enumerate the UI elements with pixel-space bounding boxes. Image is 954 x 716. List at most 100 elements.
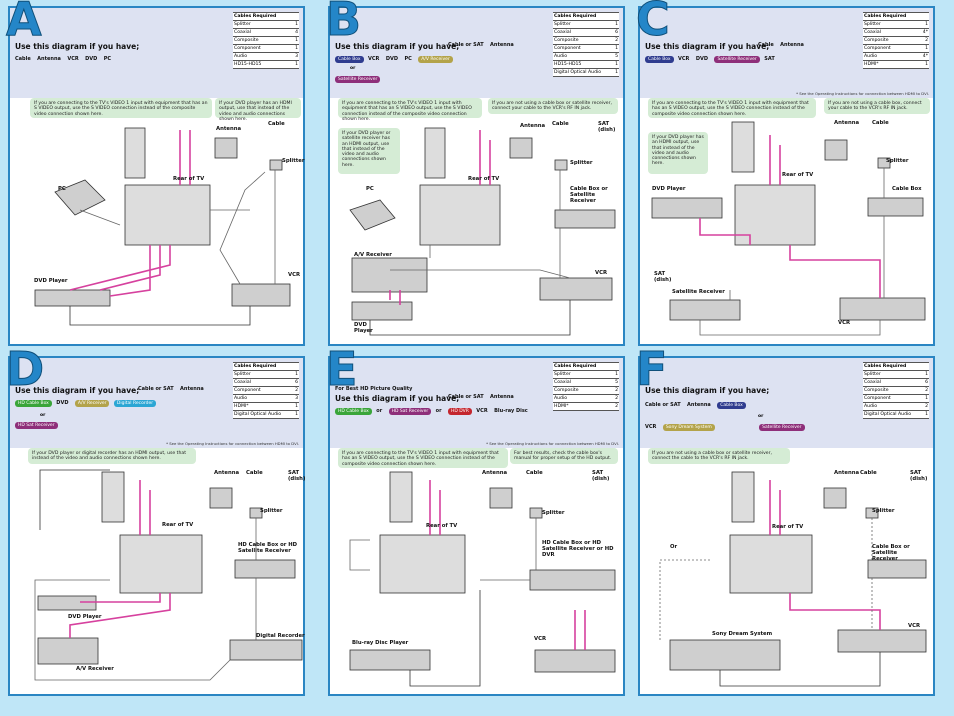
cable-qty: 1 [609,60,619,69]
cable-qty: 2 [919,402,929,411]
label-satellite-receiver: Satellite Receiver [672,289,725,295]
panel-d: D Use this diagram if you have; Cable or… [5,346,305,696]
label-sat: SAT (dish) [910,470,928,482]
note-svideo: If you are connecting to the TV's VIDEO … [338,98,482,122]
pc-laptop [349,199,396,231]
label-antenna: Antenna [834,120,860,126]
cable-qty: 3 [289,52,299,61]
equipment-dvd: DVD [56,400,69,406]
connection-diagram [349,127,616,336]
cable-qty: 2 [609,36,619,45]
pink-video-wires [769,480,881,630]
pink-video-wires [179,130,191,185]
cable-qty: 1 [919,44,929,53]
connection-diagram [34,469,303,681]
cable-name: Component [863,44,919,53]
table-header: Cables Required [553,12,619,21]
cable-qty: 6 [919,378,929,387]
connection-diagram [659,471,927,687]
cable-name: Audio [233,394,289,403]
equipment-antenna: Antenna [180,386,204,392]
cable-name: Digital Optical Audio [553,68,609,77]
equipment-cable: Cable [15,56,31,62]
hdmi-footnote: * See the Operating Instructions for con… [796,91,929,96]
label-dvd: DVD Player [34,278,68,284]
coax-wires [349,518,537,581]
audio-wires [69,306,251,326]
label-splitter: Splitter [260,508,283,514]
cable-qty: 2 [919,36,929,45]
connection-diagram [34,127,291,326]
coax-wires [699,168,885,336]
equipment-row-2: Cable Box VCR DVD PC A/V Receiver [335,56,456,63]
cable-name: Coaxial [863,28,919,37]
panel-a: A Use this diagram if you have; Cable An… [6,0,305,346]
panel-title: Use this diagram if you have; [645,386,770,395]
equipment-dvd: DVD [85,56,98,62]
panel-letter: E [325,342,358,396]
component-wires [699,218,751,245]
equipment-row-3: Satellite Receiver [335,76,383,83]
hdmi-wire [409,590,481,687]
label-pc: PC [366,186,374,192]
label-splitter: Splitter [886,158,909,164]
audio-wires [369,300,571,336]
table-header: Cables Required [863,362,929,371]
vcr-box [837,629,927,653]
chip-av-receiver: A/V Receiver [74,400,110,407]
coax-wires [659,518,873,640]
label-rear-tv: Rear of TV [426,523,458,529]
cable-qty: 5 [609,52,619,61]
equipment-vcr: VCR [678,56,690,62]
label-cable-box: Cable Box or Satellite Receiver [872,544,910,562]
cable-name: Coaxial [863,378,919,387]
vcr-box [534,649,616,673]
equipment-cable-or-sat: Cable or SAT [138,386,174,392]
cable-box [867,559,927,579]
pc-laptop [54,179,106,216]
label-av-receiver: A/V Receiver [76,666,114,672]
cable-name: HDMI* [233,402,289,411]
chip-hd-cable-box: HD Cable Box [15,400,52,407]
vcr-box [839,297,926,321]
cable-qty: 2 [609,402,619,411]
cable-qty: 2 [609,386,619,395]
antenna-box [824,139,848,161]
label-hd-box: HD Cable Box or HD Satellite Receiver or… [542,540,614,558]
component-wires [389,290,401,305]
note-no-cable-box: If you are not using a cable box or sate… [488,98,618,114]
label-cable: Cable [246,470,263,476]
equipment-row: Cable or SAT Antenna [448,42,519,48]
cable-name: Composite [863,386,919,395]
note-hdmi: If your DVD player or satellite receiver… [338,128,400,174]
equipment-vcr: VCR [645,424,657,430]
bluray-box [349,649,431,671]
cable-name: Component [863,394,919,403]
equipment-row-2: HD Cable Box DVD A/V Receiver Digital Re… [15,400,159,407]
tv-rear-panel [124,184,211,246]
pink-video-wires [769,135,881,298]
label-cable: Cable [552,121,569,127]
chip-sony-dream-system: Sony Dream System [662,424,715,431]
cable-qty: 1 [919,20,929,29]
label-sat: SAT (dish) [598,121,616,133]
cable-qty: 2 [609,394,619,403]
cable-qty: 1 [609,370,619,379]
cable-name: Splitter [233,20,289,29]
label-rear-tv: Rear of TV [173,176,205,182]
pink-video-wires [479,130,491,185]
hd-cable-box [234,559,296,579]
cable-name: Coaxial [233,28,289,37]
dvd-player-box [351,301,413,321]
vcr-box [231,283,291,307]
cable-name: Audio [553,394,609,403]
panel-title: Use this diagram if you have; [645,42,770,51]
table-header: Cables Required [233,12,299,21]
equipment-row-2: VCR Sony Dream System Satellite Receiver [645,424,808,431]
panel-title: Use this diagram if you have; [335,394,460,403]
cable-name: Splitter [553,370,609,379]
tv-rear-panel [379,534,466,594]
equipment-cable-or-sat: Cable or SAT [448,394,484,400]
